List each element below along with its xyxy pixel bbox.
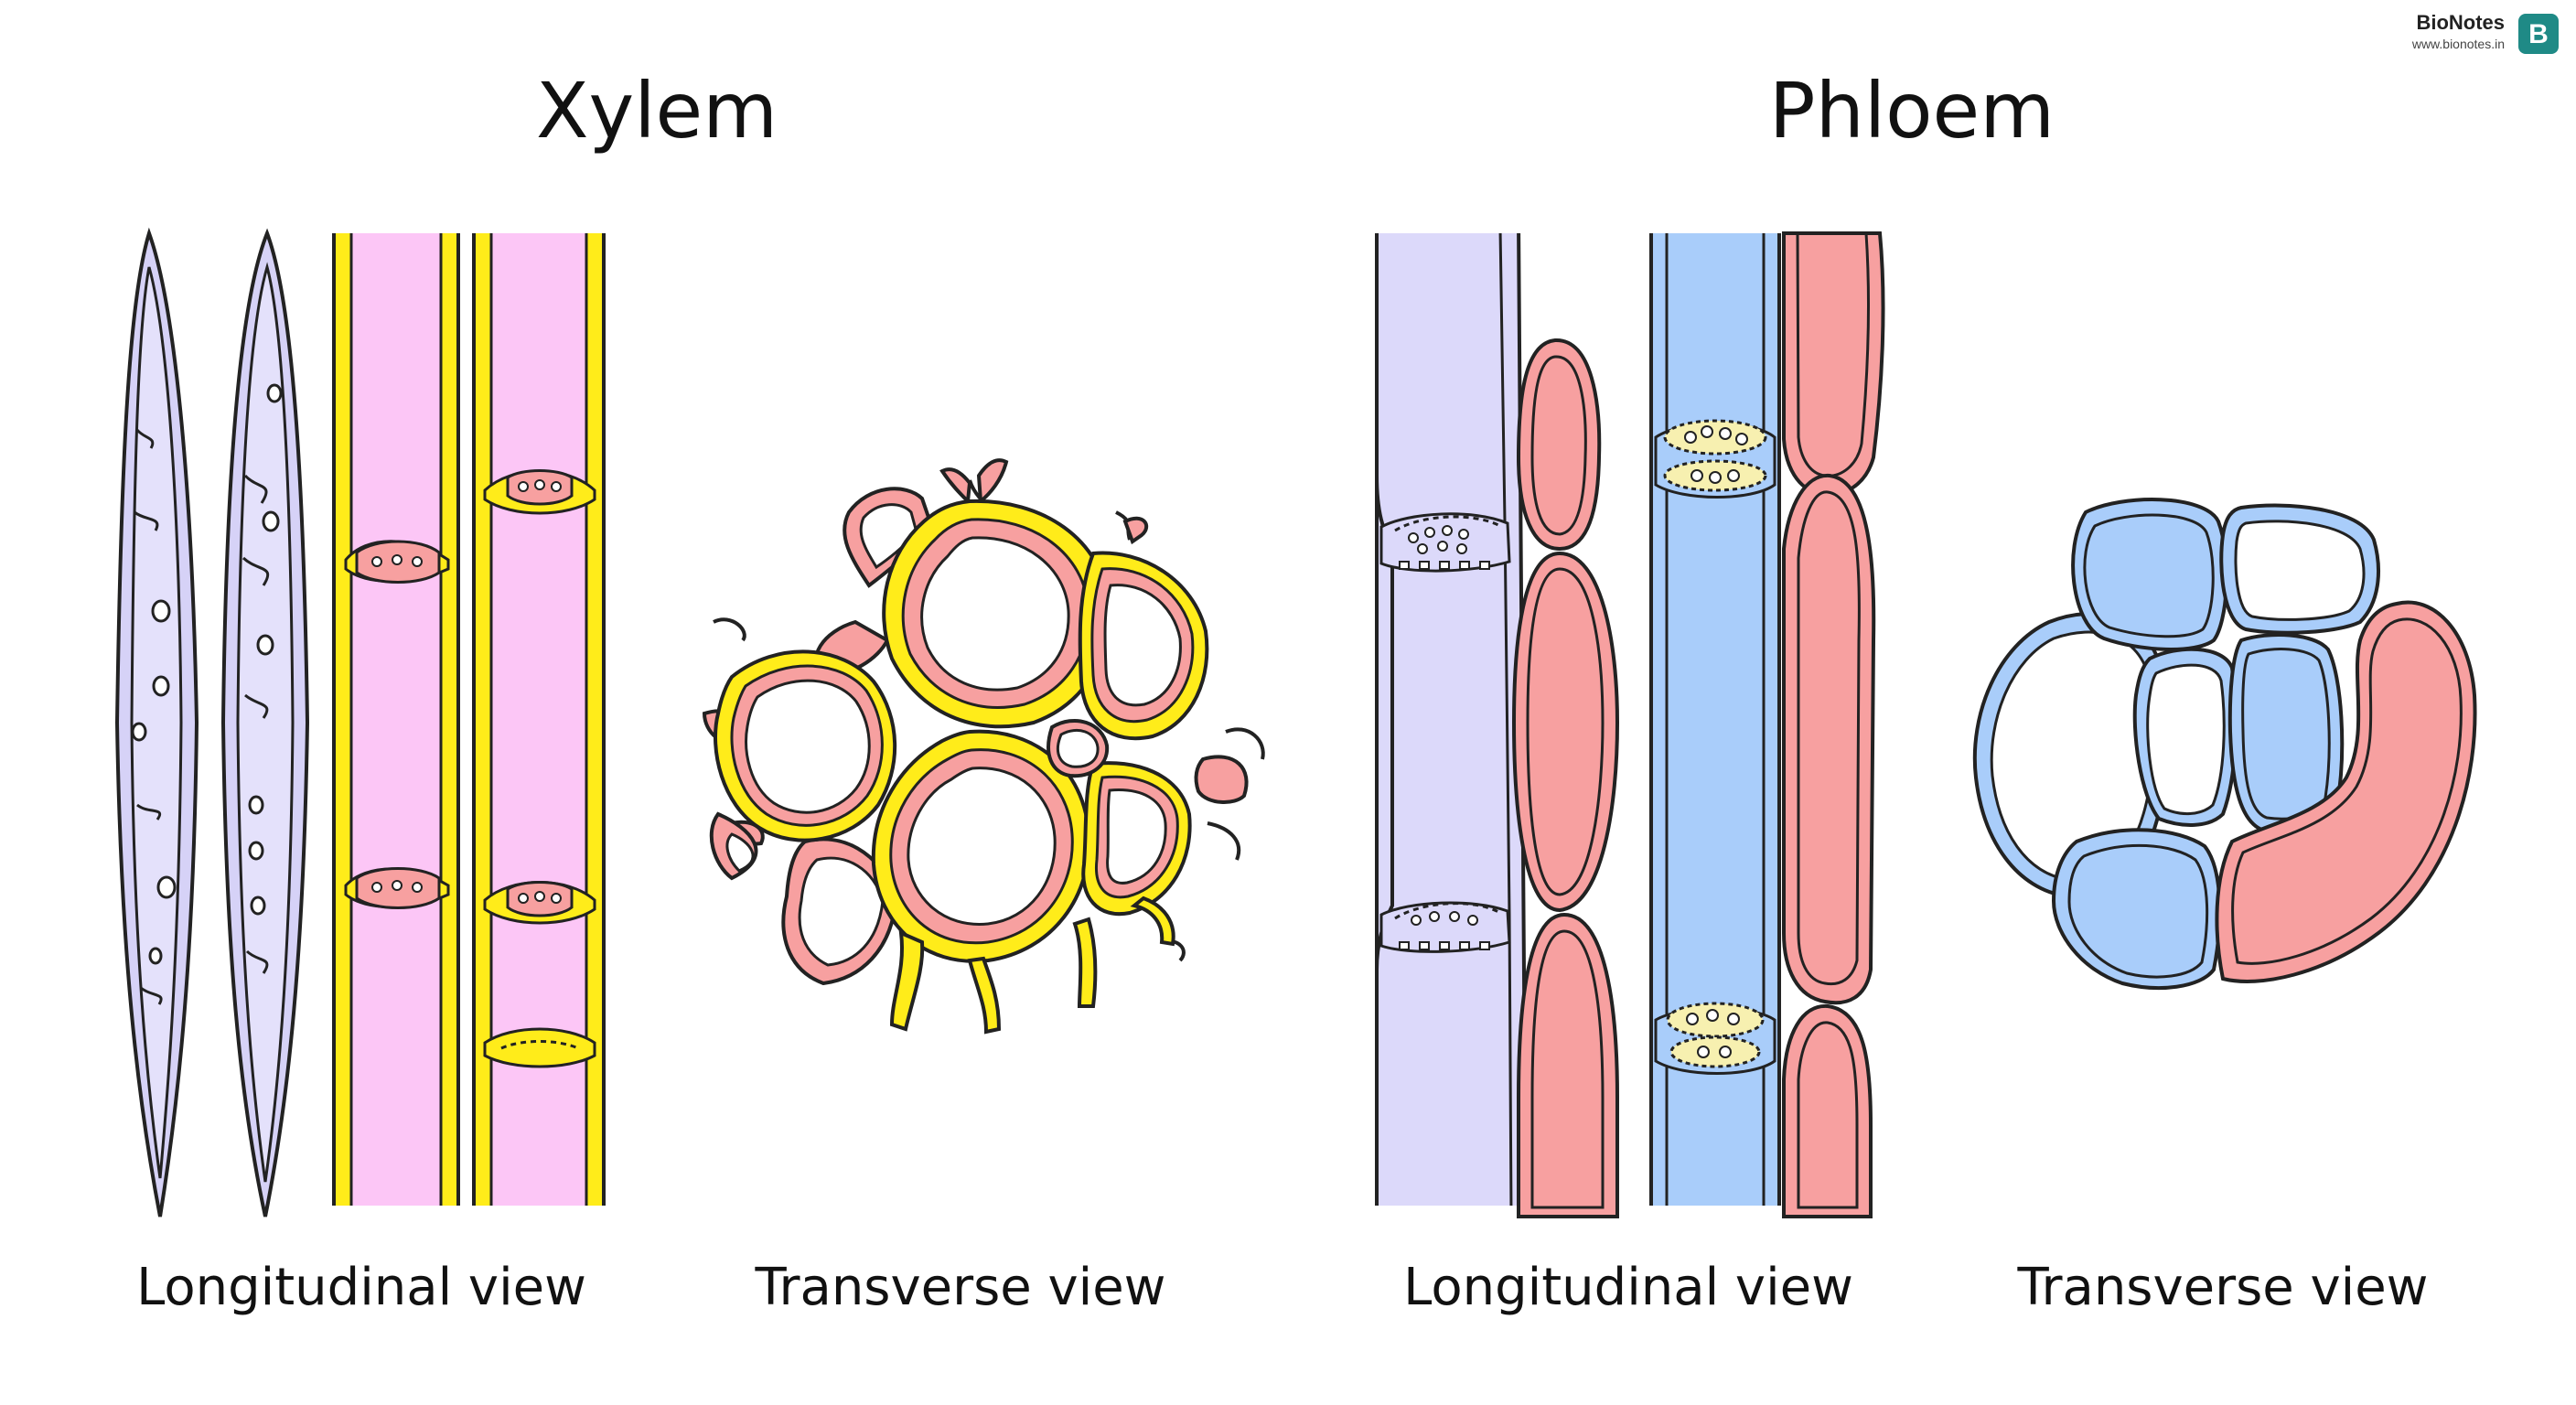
phloem-transverse-view	[1972, 498, 2477, 990]
companion-cells-right	[1782, 231, 1885, 1218]
phloem-title: Phloem	[1768, 66, 2055, 156]
xylem-title: Xylem	[535, 66, 778, 156]
sieve-tube-light	[1375, 233, 1528, 1206]
sieve-tube-blue	[1649, 233, 1781, 1206]
xylem-longitudinal-view	[114, 227, 606, 1217]
vessel-2	[472, 233, 606, 1206]
brand-url: www.bionotes.in	[2411, 37, 2505, 51]
xylem-transverse-view	[702, 458, 1265, 1035]
brand-name: BioNotes	[2416, 11, 2505, 34]
brand-logo-letter: B	[2528, 19, 2549, 49]
phloem-longitudinal-view	[1375, 231, 1885, 1218]
xylem-transverse-caption: Transverse view	[755, 1258, 1166, 1317]
tracheid-2	[220, 228, 310, 1217]
vessel-1	[332, 233, 460, 1206]
phloem-longitudinal-caption: Longitudinal view	[1403, 1258, 1853, 1317]
xylem-longitudinal-caption: Longitudinal view	[136, 1258, 586, 1317]
companion-cells-left	[1511, 338, 1620, 1218]
tracheid-1	[114, 227, 199, 1217]
brand-logo-icon: B	[2518, 14, 2559, 54]
brand-block: BioNotes www.bionotes.in	[2412, 11, 2505, 51]
phloem-transverse-caption: Transverse view	[2017, 1258, 2429, 1317]
